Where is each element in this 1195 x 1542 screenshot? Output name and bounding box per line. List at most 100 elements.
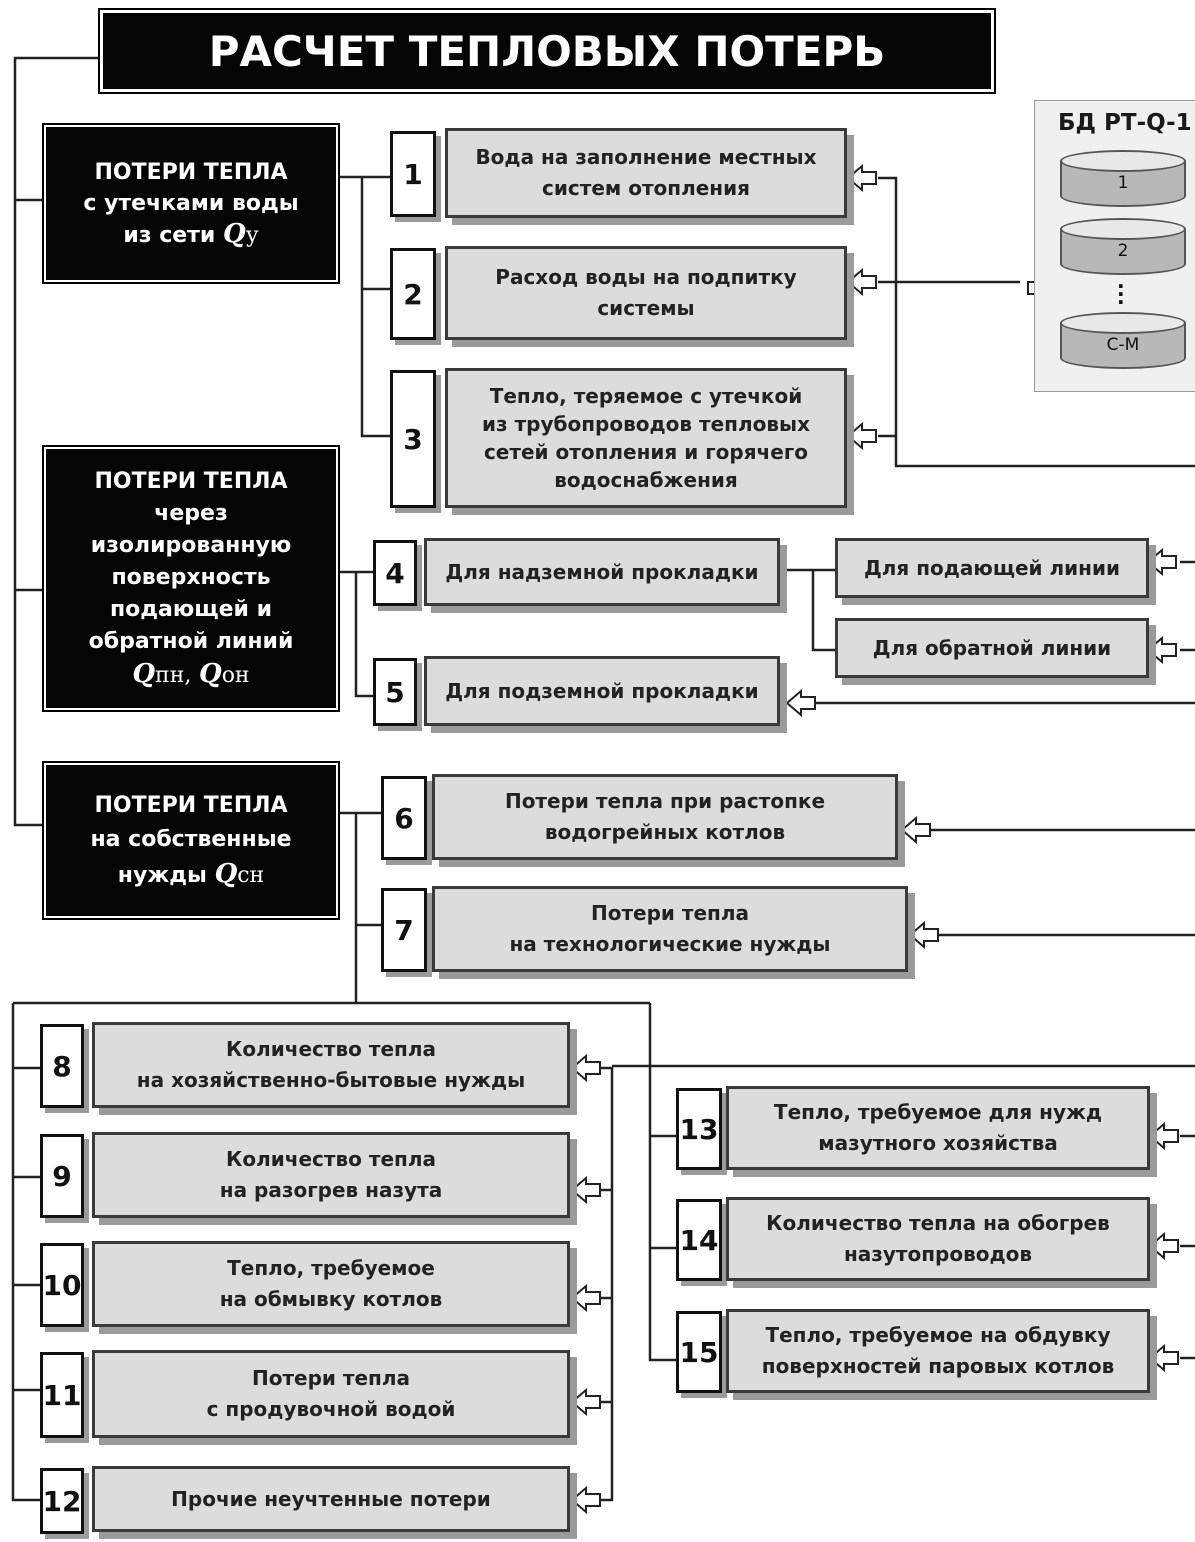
- category-own-needs-symbol: нужды Qсн: [46, 857, 336, 893]
- category-own-needs-line: ПОТЕРИ ТЕПЛА: [94, 792, 288, 818]
- item-number: 5: [373, 658, 417, 726]
- item-text: Потери тепла при растопке: [504, 789, 826, 813]
- subline-supply: Для подающей линии: [835, 538, 1149, 598]
- category-insulation-line: ПОТЕРИ ТЕПЛА: [94, 468, 288, 494]
- q-subscript: он: [221, 662, 250, 688]
- item-text: Количество тепла на обогрев: [766, 1211, 1110, 1235]
- category-insulation-symbol: Qпн, Qон: [46, 658, 336, 692]
- arrow-icon: [1148, 1343, 1179, 1373]
- category-leaks: ПОТЕРИ ТЕПЛА с утечками воды из сети Qу: [42, 123, 340, 284]
- arrow-icon: [846, 163, 877, 193]
- item-text: Тепло, теряемое с утечкой: [489, 384, 803, 408]
- item-text: Количество тепла: [226, 1037, 436, 1061]
- arrow-icon: [908, 920, 939, 950]
- subline-return: Для обратной линии: [835, 618, 1149, 678]
- category-leaks-line: ПОТЕРИ ТЕПЛА: [94, 159, 288, 185]
- arrow-icon: [846, 421, 877, 451]
- category-own-needs: ПОТЕРИ ТЕПЛА на собственные нужды Qсн: [42, 761, 340, 920]
- item-text: Для надземной прокладки: [445, 559, 759, 584]
- item-box: Потери тепла на технологические нужды: [432, 886, 908, 972]
- item-text: на хозяйственно-бытовые нужды: [136, 1068, 526, 1092]
- item-box: Тепло, теряемое с утечкой из трубопровод…: [445, 368, 847, 508]
- item-box: Потери тепла с продувочной водой: [92, 1350, 570, 1438]
- item-text: на обмывку котлов: [219, 1287, 443, 1311]
- item-text: Потери тепла: [251, 1366, 411, 1390]
- category-insulation-line: подающей и: [109, 596, 273, 622]
- item-text: системы: [597, 296, 695, 320]
- category-leaks-symbol: из сети Qу: [46, 219, 336, 251]
- item-text: Вода на заполнение местных: [475, 145, 817, 169]
- q-symbol: Q: [199, 658, 222, 689]
- item-text: Расход воды на подпитку: [495, 265, 797, 289]
- item-box: Прочие неучтенные потери: [92, 1466, 570, 1532]
- item-box: Количество тепла на разогрев назута: [92, 1132, 570, 1218]
- item-number: 12: [40, 1468, 84, 1534]
- q-symbol: Q: [223, 218, 246, 249]
- arrow-icon: [570, 1283, 601, 1313]
- item-text: водогрейных котлов: [544, 820, 786, 844]
- arrow-icon: [846, 267, 877, 297]
- item-number: 8: [40, 1024, 84, 1108]
- item-box: Тепло, требуемое на обмывку котлов: [92, 1241, 570, 1327]
- item-number: 6: [381, 776, 427, 860]
- item-box: Для подземной прокладки: [424, 656, 780, 726]
- item-number: 11: [40, 1352, 84, 1438]
- item-number: 7: [381, 888, 427, 972]
- item-text: Тепло, требуемое: [227, 1256, 435, 1280]
- ellipsis-icon: ···: [1117, 274, 1125, 314]
- item-text: поверхностей паровых котлов: [761, 1354, 1115, 1378]
- q-symbol: Q: [132, 658, 156, 689]
- item-text: Тепло, требуемое для нужд: [773, 1100, 1103, 1124]
- item-text: назутопроводов: [843, 1242, 1033, 1266]
- database-cylinder-icon: С-М: [1060, 312, 1186, 372]
- item-text: мазутного хозяйства: [818, 1131, 1058, 1155]
- arrow-icon: [570, 1485, 601, 1515]
- item-text: с продувочной водой: [206, 1397, 456, 1421]
- item-box: Расход воды на подпитку системы: [445, 246, 847, 340]
- item-text: Для подземной прокладки: [445, 678, 759, 703]
- q-subscript: у: [245, 222, 259, 248]
- q-subscript: сн: [237, 862, 265, 888]
- arrow-icon: [1148, 1121, 1179, 1151]
- item-box: Количество тепла на обогрев назутопровод…: [726, 1197, 1150, 1281]
- database-title: БД РТ-Q-1: [1058, 110, 1192, 136]
- category-insulation-line: изолированную: [90, 532, 292, 558]
- category-insulation: ПОТЕРИ ТЕПЛА через изолированную поверхн…: [42, 445, 340, 712]
- item-box: Тепло, требуемое для нужд мазутного хозя…: [726, 1086, 1150, 1170]
- item-text: сетей отопления и горячего: [483, 440, 809, 464]
- item-box: Для надземной прокладки: [424, 538, 780, 606]
- item-text: Количество тепла: [226, 1147, 436, 1171]
- arrow-icon: [785, 688, 816, 718]
- category-insulation-line: через: [154, 500, 228, 526]
- item-text: из трубопроводов тепловых: [481, 412, 811, 436]
- arrow-icon: [570, 1053, 601, 1083]
- category-leaks-prefix: из сети: [123, 222, 216, 248]
- database-cylinder-icon: 2: [1060, 218, 1186, 278]
- subline-text: Для обратной линии: [872, 635, 1112, 660]
- subline-text: Для подающей линии: [863, 555, 1121, 580]
- item-text: Тепло, требуемое на обдувку: [765, 1323, 1111, 1347]
- item-box: Тепло, требуемое на обдувку поверхностей…: [726, 1309, 1150, 1393]
- arrow-icon: [570, 1175, 601, 1205]
- arrow-icon: [570, 1387, 601, 1417]
- item-number: 3: [390, 370, 436, 508]
- q-symbol: Q: [214, 858, 238, 889]
- arrow-icon: [900, 815, 931, 845]
- arrow-icon: [1146, 635, 1177, 665]
- category-insulation-line: поверхность: [111, 564, 271, 590]
- category-insulation-line: обратной линий: [88, 628, 294, 654]
- item-number: 2: [390, 248, 436, 340]
- item-number: 14: [676, 1199, 722, 1281]
- arrow-icon: [1148, 1231, 1179, 1261]
- item-number: 10: [40, 1243, 84, 1327]
- item-text: систем отопления: [542, 176, 750, 200]
- diagram-title: РАСЧЕТ ТЕПЛОВЫХ ПОТЕРЬ: [98, 8, 996, 94]
- category-own-needs-prefix: нужды: [117, 862, 207, 888]
- item-number: 1: [390, 131, 436, 217]
- item-box: Потери тепла при растопке водогрейных ко…: [432, 774, 898, 860]
- item-text: Потери тепла: [590, 901, 750, 925]
- arrow-icon: [1146, 547, 1177, 577]
- item-number: 4: [373, 540, 417, 606]
- database-cylinder-icon: 1: [1060, 150, 1186, 210]
